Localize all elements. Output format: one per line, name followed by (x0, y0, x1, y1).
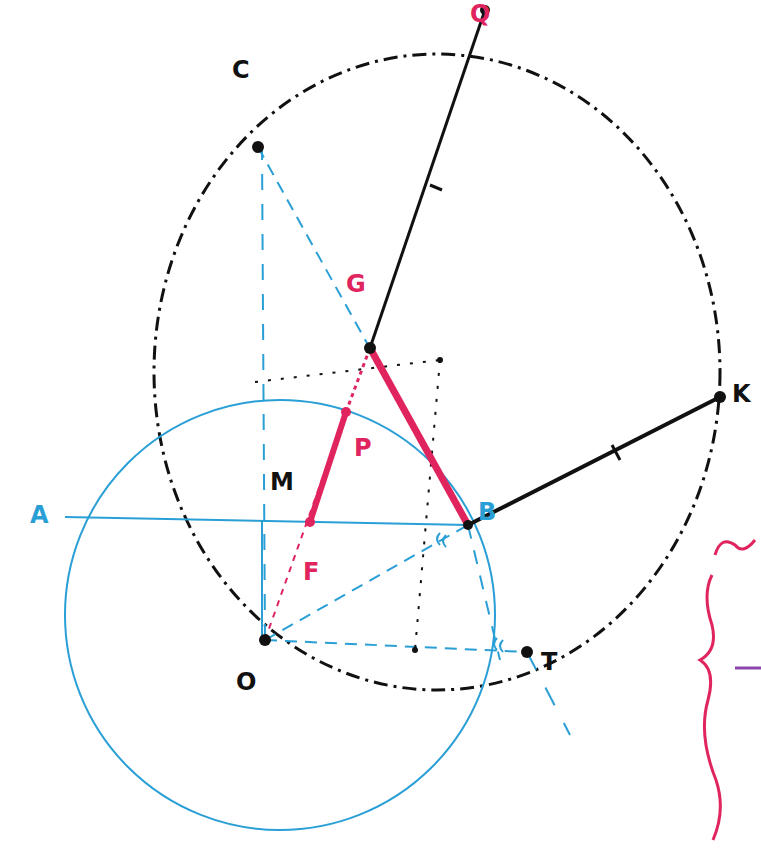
point (259, 634, 271, 646)
point-label: B (478, 500, 496, 524)
point (305, 517, 315, 527)
point (341, 407, 351, 417)
chord-ab (65, 517, 468, 525)
line-mo (261, 520, 263, 640)
point (364, 342, 376, 354)
segment-pf (310, 412, 346, 522)
point-label: F (303, 560, 319, 584)
point (437, 357, 443, 363)
point (714, 391, 726, 403)
bracket (700, 540, 755, 840)
segment-gq (370, 10, 485, 348)
point-label: A (30, 503, 49, 527)
pointer-line (735, 667, 761, 670)
point-label: G (346, 272, 366, 296)
segment-bk (468, 397, 720, 525)
point (412, 647, 418, 653)
line-ot (265, 640, 527, 652)
point-label: C (232, 58, 250, 82)
point-label: K (732, 382, 751, 406)
dotted-line (415, 360, 440, 650)
line-pg (346, 348, 370, 412)
point (521, 646, 533, 658)
line-op (265, 412, 346, 640)
dotted-line (255, 360, 440, 382)
line-cb (258, 147, 468, 525)
segment-gb (370, 348, 468, 525)
point-label: T (541, 650, 557, 674)
tick (612, 445, 620, 460)
line-ob (265, 525, 468, 640)
line-oc (262, 150, 265, 640)
angle-mark (437, 533, 446, 547)
point-label: O (236, 670, 256, 694)
point (252, 141, 264, 153)
point-label: P (354, 436, 372, 460)
point (463, 520, 473, 530)
tick (430, 185, 442, 190)
point-label: M (270, 470, 294, 494)
point-label: Q (470, 2, 490, 26)
angle-mark (494, 638, 503, 652)
